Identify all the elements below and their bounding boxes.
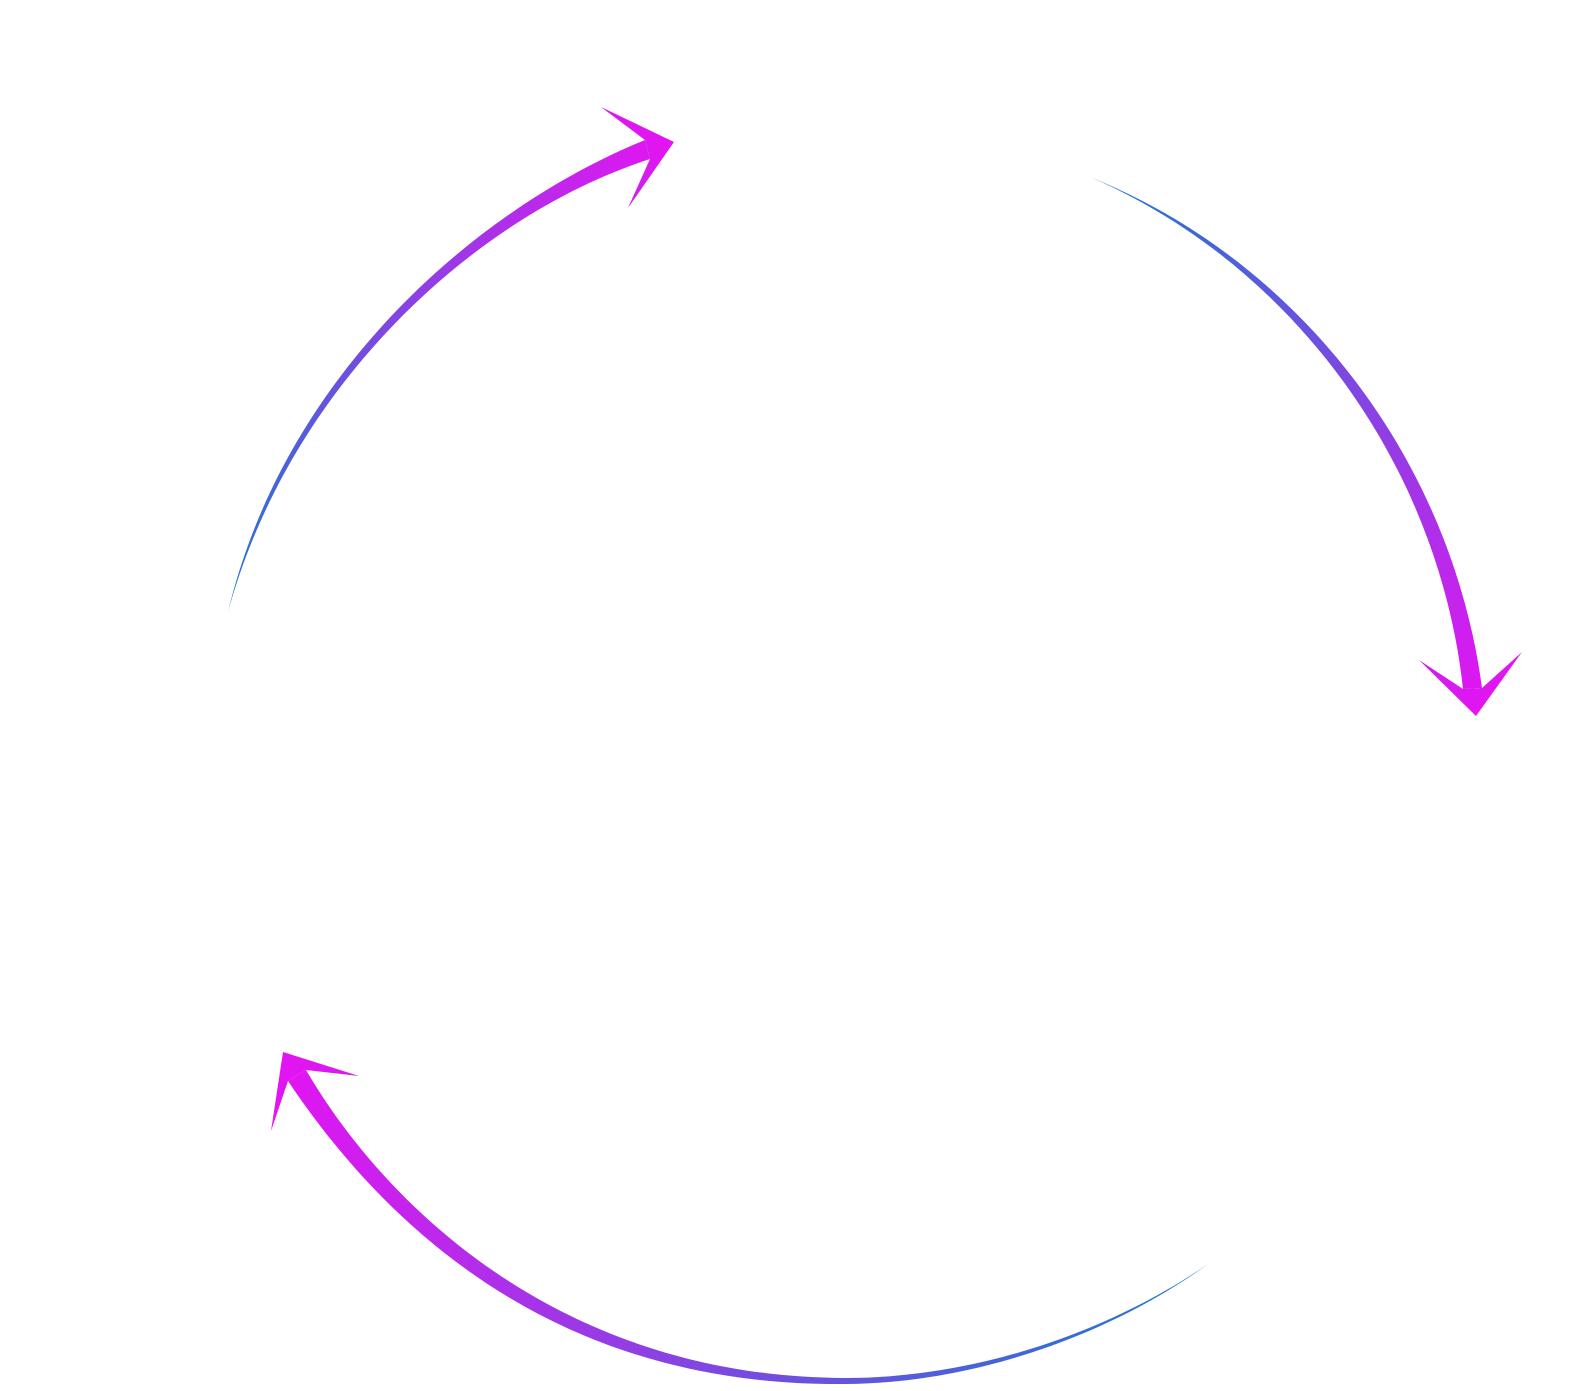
cycle-arrow-top-left	[228, 107, 674, 612]
arrowhead-icon	[601, 107, 674, 208]
arrow-shaft	[1090, 177, 1482, 689]
arrowhead-icon	[271, 1052, 359, 1131]
arrow-shaft	[288, 1070, 1208, 1385]
arrow-shaft	[228, 140, 650, 612]
cycle-arrow-right	[1090, 177, 1522, 716]
cycle-arrow-bottom	[271, 1052, 1208, 1385]
arrowhead-icon	[1419, 652, 1522, 716]
